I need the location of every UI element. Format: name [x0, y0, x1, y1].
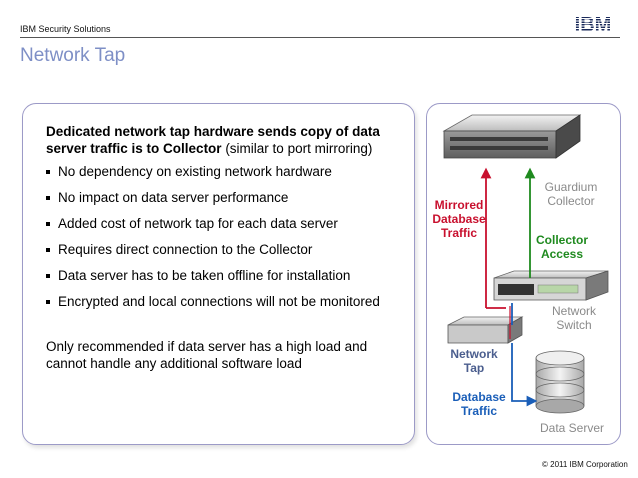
intro-bold: Dedicated network tap hardware sends cop… [46, 124, 380, 156]
bullet-item: Data server has to be taken offline for … [46, 268, 411, 294]
header-company-label: IBM Security Solutions [20, 24, 111, 34]
database-traffic-arrow [511, 343, 538, 407]
guardium-collector-label: Guardium Collector [544, 180, 598, 208]
intro-text: Dedicated network tap hardware sends cop… [46, 123, 406, 157]
bullet-item: No impact on data server performance [46, 190, 411, 216]
bullet-item: Encrypted and local connections will not… [46, 294, 411, 320]
page-title: Network Tap [20, 45, 126, 66]
bullet-item: Requires direct connection to the Collec… [46, 242, 411, 268]
database-traffic-label: Database Traffic [452, 390, 506, 418]
intro-rest: (similar to port mirroring) [221, 141, 373, 156]
network-tap-label: Network Tap [450, 347, 498, 375]
collector-access-label: Collector Access [535, 233, 588, 261]
bullet-item: No dependency on existing network hardwa… [46, 164, 411, 190]
bullet-list: No dependency on existing network hardwa… [46, 164, 411, 320]
bullet-item: Added cost of network tap for each data … [46, 216, 411, 242]
network-tap-icon [447, 316, 524, 344]
copyright-text: © 2011 IBM Corporation [542, 460, 628, 469]
network-switch-label: Network Switch [551, 304, 596, 332]
mirrored-traffic-label: Mirrored Database Traffic [432, 198, 486, 240]
header-divider [20, 37, 620, 38]
ibm-logo: IBM [575, 14, 612, 34]
diagram-panel [426, 103, 621, 445]
data-server-label: Data Server [539, 421, 605, 435]
guardium-collector-icon [442, 114, 582, 159]
svg-text:IBM: IBM [575, 14, 612, 34]
data-server-icon [535, 350, 585, 414]
network-switch-icon [493, 270, 609, 301]
network-diagram [442, 114, 609, 414]
recommendation-note: Only recommended if data server has a hi… [46, 339, 368, 371]
text-panel [22, 103, 415, 445]
